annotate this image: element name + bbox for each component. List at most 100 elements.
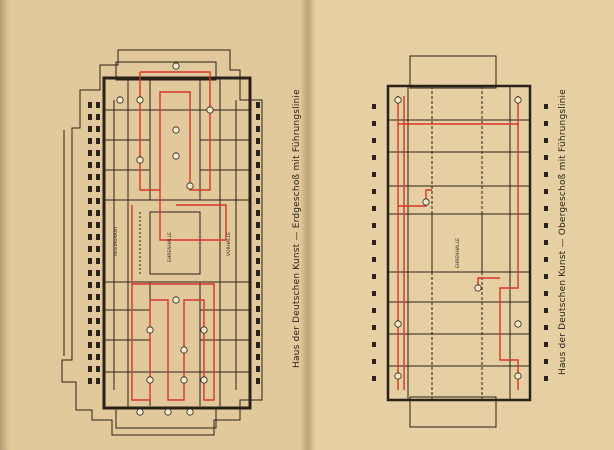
column-dot: [372, 240, 376, 245]
column-dot: [544, 359, 548, 364]
column-dot: [372, 155, 376, 160]
column-dot: [96, 150, 100, 156]
room-marker: [514, 372, 522, 380]
column-dot: [544, 257, 548, 262]
column-dot: [256, 294, 260, 300]
left-page: [0, 0, 307, 450]
column-dot: [96, 246, 100, 252]
column-dot: [256, 378, 260, 384]
column-dot: [88, 210, 92, 216]
column-dot: [96, 366, 100, 372]
left-caption: Haus der Deutschen Kunst — Erdgeschoß mi…: [292, 89, 302, 368]
column-dot: [256, 258, 260, 264]
column-dot: [96, 258, 100, 264]
book-gutter: [300, 0, 316, 450]
room-marker: [394, 96, 402, 104]
column-dot: [256, 198, 260, 204]
column-dot: [88, 234, 92, 240]
tour-route: [131, 71, 227, 401]
column-dot: [96, 210, 100, 216]
column-dot: [88, 354, 92, 360]
column-dot: [96, 306, 100, 312]
column-dot: [88, 342, 92, 348]
column-dot: [544, 172, 548, 177]
column-dot: [88, 126, 92, 132]
column-dot: [96, 354, 100, 360]
room-marker: [172, 62, 180, 70]
column-dot: [88, 138, 92, 144]
room-number-markers: [116, 62, 214, 416]
column-dot: [256, 174, 260, 180]
room-marker: [186, 182, 194, 190]
column-dot: [88, 150, 92, 156]
column-dot: [372, 223, 376, 228]
column-dot: [256, 306, 260, 312]
column-dot: [256, 114, 260, 120]
room-marker: [474, 284, 482, 292]
ehrenhalle-label-right: EHRENHALLE: [455, 238, 461, 268]
column-dot: [88, 102, 92, 108]
upper-floor-plan: [386, 55, 532, 428]
room-marker: [394, 320, 402, 328]
column-dot: [88, 378, 92, 384]
column-dot: [96, 342, 100, 348]
room-marker: [136, 96, 144, 104]
column-dot: [96, 282, 100, 288]
column-dot: [256, 246, 260, 252]
room-marker: [180, 376, 188, 384]
room-marker: [180, 346, 188, 354]
column-dot: [544, 121, 548, 126]
column-dot: [88, 294, 92, 300]
column-dot: [96, 186, 100, 192]
room-marker: [200, 326, 208, 334]
column-dot: [96, 234, 100, 240]
restaurant-label: RESTAURANT: [113, 226, 119, 256]
column-dot: [256, 330, 260, 336]
column-dot: [256, 318, 260, 324]
room-marker: [172, 296, 180, 304]
room-marker: [146, 376, 154, 384]
column-dot: [96, 222, 100, 228]
column-dot: [256, 270, 260, 276]
room-marker: [394, 372, 402, 380]
room-marker: [164, 408, 172, 416]
column-dot: [88, 162, 92, 168]
column-dot: [96, 378, 100, 384]
column-dot: [88, 282, 92, 288]
upper-tour-route: [397, 96, 519, 390]
column-dot: [256, 126, 260, 132]
column-dot: [88, 222, 92, 228]
column-dot: [256, 366, 260, 372]
column-dot: [544, 342, 548, 347]
column-dot: [256, 138, 260, 144]
column-dot: [544, 240, 548, 245]
column-dot: [372, 257, 376, 262]
column-dot: [372, 121, 376, 126]
ehrenhalle-label-left: EHRENHALLE: [167, 232, 173, 262]
column-dot: [96, 102, 100, 108]
column-dot: [372, 274, 376, 279]
room-marker: [136, 408, 144, 416]
column-dot: [256, 186, 260, 192]
column-dot: [88, 174, 92, 180]
room-marker: [146, 326, 154, 334]
right-page: [307, 0, 614, 450]
column-dot: [96, 330, 100, 336]
column-dot: [372, 325, 376, 330]
column-dot: [544, 223, 548, 228]
column-dot: [88, 258, 92, 264]
column-dot: [544, 291, 548, 296]
column-dot: [88, 186, 92, 192]
column-dot: [96, 126, 100, 132]
column-dot: [88, 366, 92, 372]
colonnade: [88, 102, 260, 384]
column-dot: [372, 342, 376, 347]
room-marker: [116, 96, 124, 104]
column-dot: [372, 138, 376, 143]
column-dot: [544, 325, 548, 330]
room-marker: [514, 320, 522, 328]
column-dot: [88, 318, 92, 324]
column-dot: [96, 114, 100, 120]
